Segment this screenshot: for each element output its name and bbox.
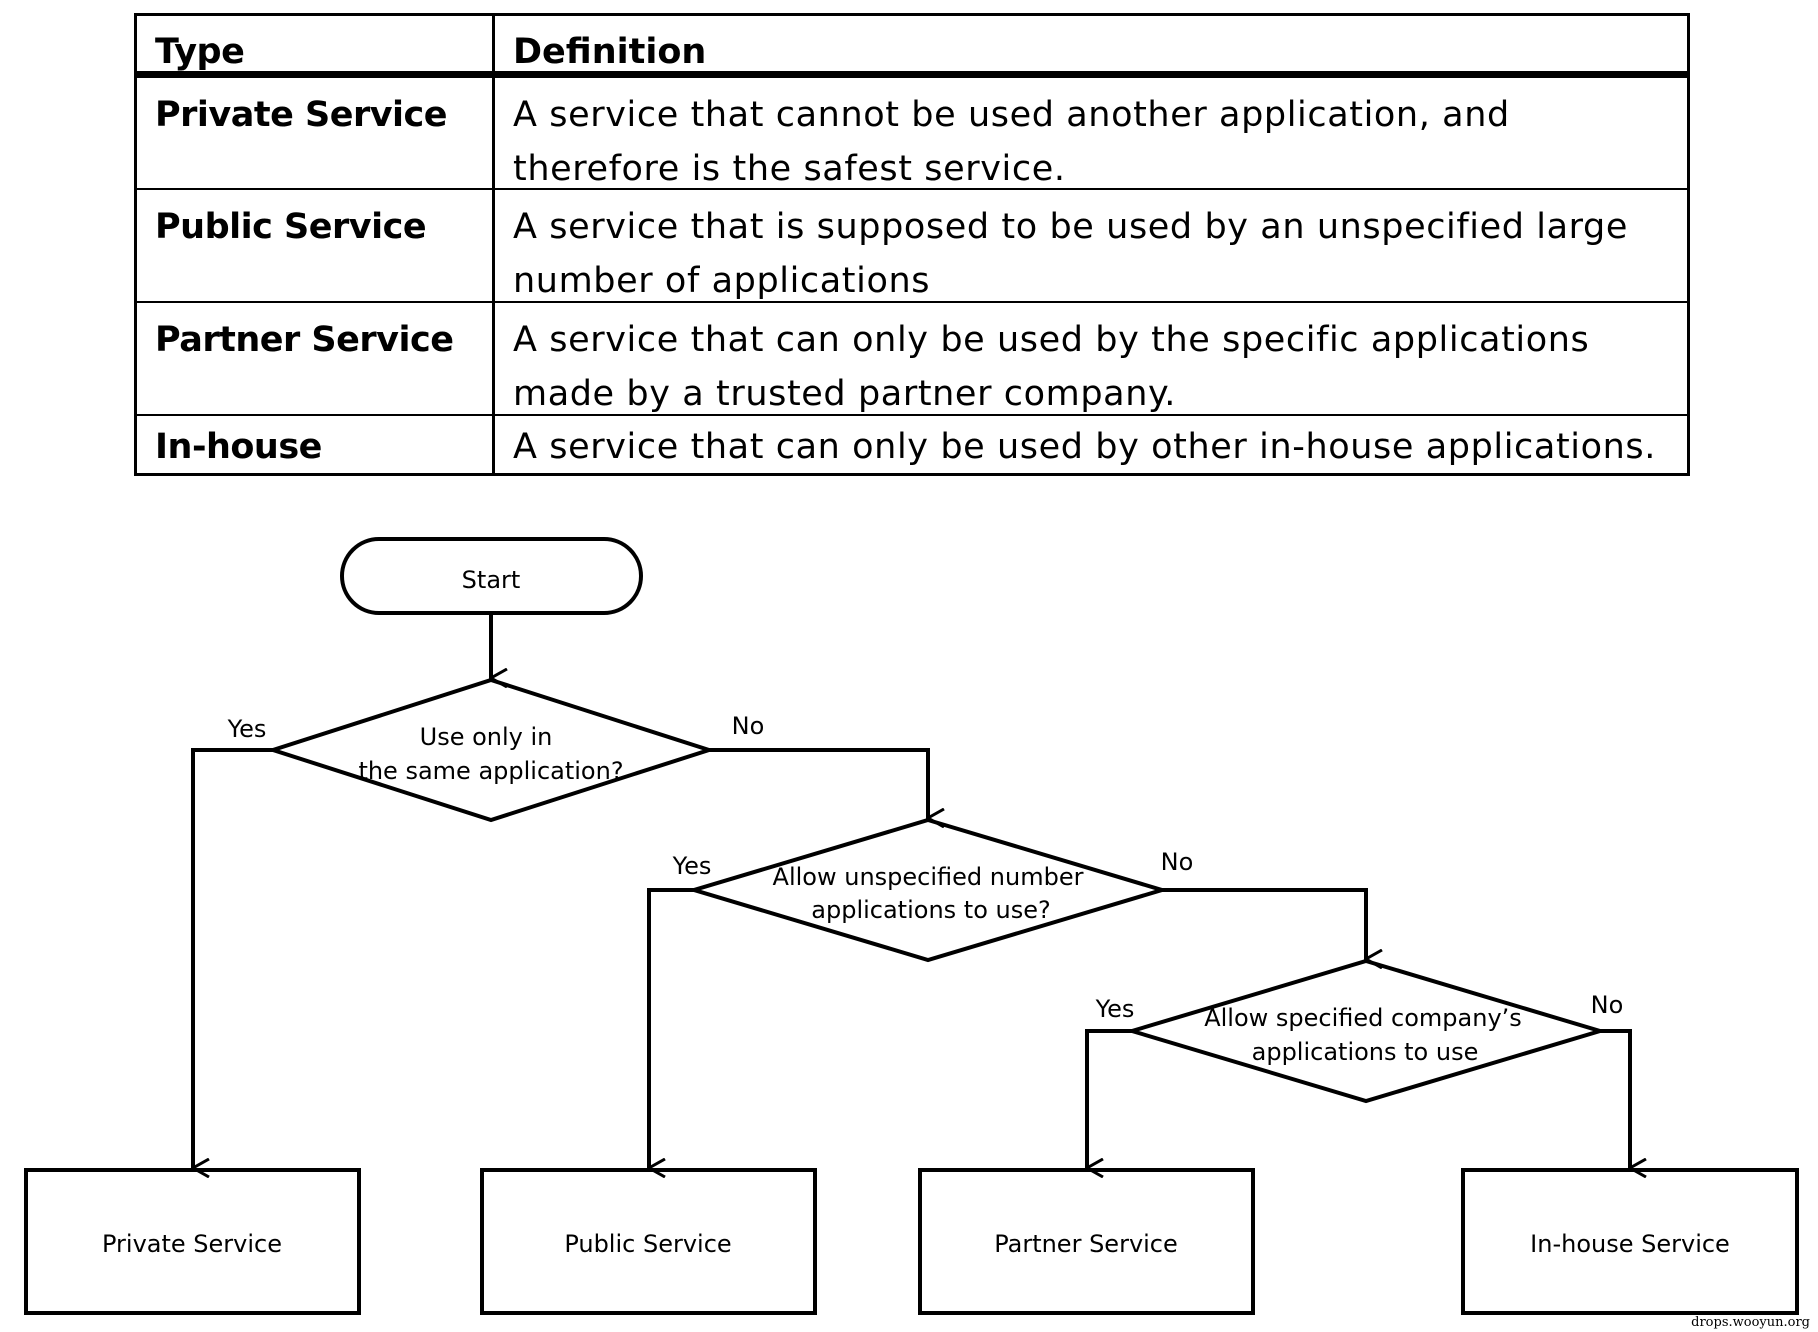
outcome-private-label: Private Service	[102, 1230, 282, 1258]
table-row: Private Service A service that cannot be…	[137, 78, 1687, 190]
connector-decision1-yes	[191, 748, 273, 1168]
decision-unspecified-number	[687, 817, 1169, 963]
row-definition: A service that can only be used by other…	[513, 427, 1656, 467]
start-label: Start	[462, 566, 521, 594]
row-type: In-house Service	[137, 416, 495, 473]
connector-decision3-no	[1600, 1029, 1630, 1168]
header-definition: Definition	[513, 32, 707, 71]
decision3-no-label: No	[1591, 991, 1624, 1019]
outcome-partner-label: Partner Service	[994, 1230, 1178, 1258]
decision3-line1: Allow specified company’s	[1204, 1004, 1522, 1032]
decision3-yes-label: Yes	[1095, 995, 1135, 1023]
decision-specified-company	[1125, 958, 1607, 1104]
outcome-inhouse-label: In-house Service	[1530, 1230, 1730, 1258]
decision1-line1: Use only in	[420, 723, 553, 751]
decision2-line1: Allow unspecified number	[773, 863, 1084, 891]
row-type: Private Service	[137, 78, 495, 188]
decision1-no-label: No	[732, 712, 765, 740]
row-definition: A service that can only be used by the s…	[513, 320, 1590, 414]
table-row: In-house Service A service that can only…	[137, 416, 1687, 473]
table-header-row: Type Definition	[137, 16, 1687, 78]
header-type: Type	[137, 16, 495, 71]
decision2-line2: applications to use?	[811, 896, 1050, 924]
decision-same-application	[266, 677, 716, 823]
decision1-yes-label: Yes	[227, 715, 267, 743]
watermark: drops.wooyun.org	[1691, 1315, 1810, 1330]
decision2-yes-label: Yes	[672, 852, 712, 880]
connector-decision1-no	[709, 748, 928, 818]
service-type-table: Type Definition Private Service A servic…	[134, 13, 1690, 476]
table-row: Public Service A service that is suppose…	[137, 190, 1687, 303]
decision2-no-label: No	[1161, 848, 1194, 876]
connector-decision3-yes	[1085, 1029, 1132, 1168]
row-type: Partner Service	[137, 303, 495, 414]
row-definition: A service that is supposed to be used by…	[513, 207, 1629, 301]
connector-decision2-no	[1162, 888, 1366, 959]
connector-decision2-yes	[647, 888, 694, 1168]
outcome-public-label: Public Service	[564, 1230, 731, 1258]
decision3-line2: applications to use	[1252, 1038, 1479, 1066]
table-row: Partner Service A service that can only …	[137, 303, 1687, 416]
decision1-line2: the same application?	[358, 757, 623, 785]
row-type: Public Service	[137, 190, 495, 301]
row-definition: A service that cannot be used another ap…	[513, 95, 1510, 188]
